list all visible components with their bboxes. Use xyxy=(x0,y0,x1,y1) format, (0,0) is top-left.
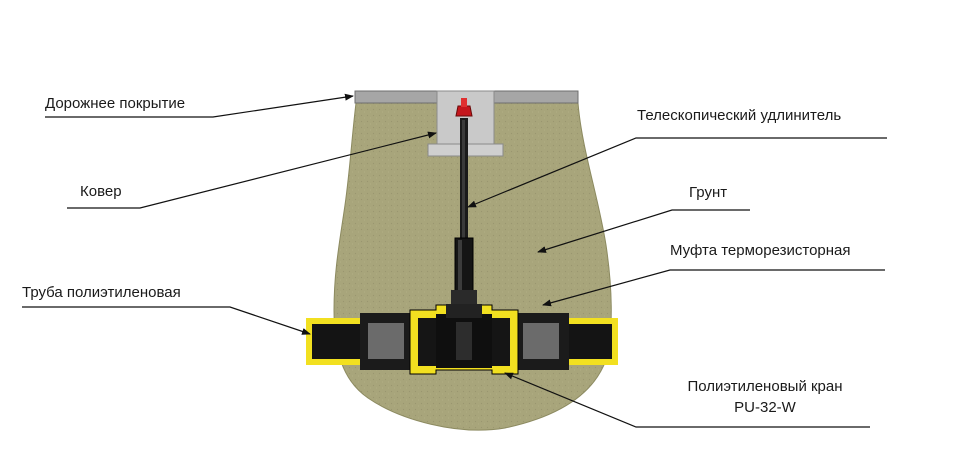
leader-extension xyxy=(467,137,887,208)
leader-lines xyxy=(22,93,887,428)
label-valve-line2: PU-32-W xyxy=(734,399,796,416)
label-road-surface: Дорожнее покрытие xyxy=(45,95,186,112)
leader-valve xyxy=(504,372,870,428)
leader-coupling xyxy=(542,269,885,307)
telescopic-extension xyxy=(451,98,477,304)
leader-cover xyxy=(67,131,437,209)
thermoresistor-coupling xyxy=(360,313,569,370)
label-coupling: Муфта терморезисторная xyxy=(670,242,851,259)
leader-road-surface xyxy=(45,93,354,118)
label-valve: Полиэтиленовый кран PU-32-W xyxy=(660,376,870,418)
leader-soil xyxy=(537,209,750,253)
label-extension: Телескопический удлинитель xyxy=(637,107,842,124)
leader-pipe xyxy=(22,306,311,335)
pe-valve xyxy=(409,304,519,375)
label-soil: Грунт xyxy=(689,184,728,201)
label-cover: Ковер xyxy=(80,183,122,200)
label-valve-line1: Полиэтиленовый кран xyxy=(687,378,843,395)
label-pipe: Труба полиэтиленовая xyxy=(22,284,181,301)
